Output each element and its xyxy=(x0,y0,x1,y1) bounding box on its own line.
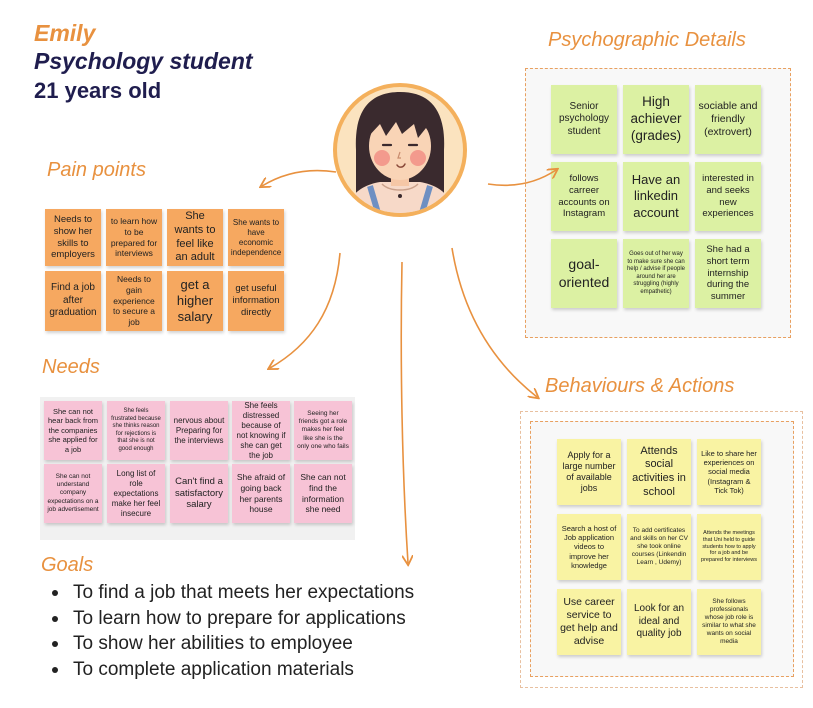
pain-note: Needs to show her skills to employers xyxy=(45,209,101,266)
needs-note: She can not hear back from the companies… xyxy=(44,401,102,460)
pain-note: She wants to have economic independence xyxy=(228,209,284,266)
behaviour-note: Like to share her experiences on social … xyxy=(697,439,761,505)
goals-list: To find a job that meets her expectation… xyxy=(52,580,414,682)
pain-points-title: Pain points xyxy=(47,159,146,181)
pain-note: Needs to gain experience to secure a job xyxy=(106,271,162,331)
needs-note: She can not understand company expectati… xyxy=(44,464,102,523)
needs-note: She can not find the information she nee… xyxy=(294,464,352,523)
needs-board: She can not hear back from the companies… xyxy=(40,397,355,540)
goal-item: To find a job that meets her expectation… xyxy=(52,580,414,606)
behaviours-title: Behaviours & Actions xyxy=(545,375,735,397)
arrow-to-needs xyxy=(270,252,341,368)
persona-role: Psychology student xyxy=(34,48,253,74)
arrow-to-goals xyxy=(400,261,408,563)
goal-item: To show her abilities to employee xyxy=(52,631,414,657)
goal-item: To complete application materials xyxy=(52,657,414,683)
behaviour-note: Search a host of Job application videos … xyxy=(557,514,621,580)
psychographic-note: follows carreer accounts on Instagram xyxy=(551,162,617,231)
avatar xyxy=(333,83,467,217)
needs-note: nervous about Preparing for the intervie… xyxy=(170,401,228,460)
behaviours-panel: Apply for a large number of available jo… xyxy=(530,421,794,677)
arrow-to-psychographic xyxy=(487,170,556,187)
psychographic-note: Goes out of her way to make sure she can… xyxy=(623,239,689,308)
behaviour-note: Attends social activities in school xyxy=(627,439,691,505)
psychographic-panel: Senior psychology student High achiever … xyxy=(525,68,791,338)
psychographic-note: interested in and seeks new experiences xyxy=(695,162,761,231)
psychographic-note: Senior psychology student xyxy=(551,85,617,154)
behaviours-outer-frame xyxy=(520,411,803,688)
pain-note: get useful information directly xyxy=(228,271,284,331)
psychographic-note: She had a short term internship during t… xyxy=(695,239,761,308)
needs-note: Long list of role expectations make her … xyxy=(107,464,165,523)
psychographic-title: Psychographic Details xyxy=(548,29,746,51)
behaviour-note: Apply for a large number of available jo… xyxy=(557,439,621,505)
needs-note: She feels frustrated because she thinks … xyxy=(107,401,165,460)
needs-title: Needs xyxy=(42,356,100,378)
pain-points-board: Needs to show her skills to employers to… xyxy=(40,203,287,336)
pain-note: to learn how to be prepared for intervie… xyxy=(106,209,162,266)
persona-age: 21 years old xyxy=(34,78,162,103)
psychographic-note: Have an linkedin account xyxy=(623,162,689,231)
behaviour-note: To add certificates and skills on her CV… xyxy=(627,514,691,580)
needs-note: Seeing her friends got a role makes her … xyxy=(294,401,352,460)
behaviour-note: Use career service to get help and advis… xyxy=(557,589,621,655)
psychographic-note: sociable and friendly (extrovert) xyxy=(695,85,761,154)
needs-note: Can't find a satisfactory salary xyxy=(170,464,228,523)
pain-note: get a higher salary xyxy=(167,271,223,331)
arrow-to-behaviours xyxy=(451,247,537,397)
needs-note: She afraid of going back her parents hou… xyxy=(232,464,290,523)
arrow-to-pain-points xyxy=(262,169,337,186)
psychographic-note: High achiever (grades) xyxy=(623,85,689,154)
pain-note: Find a job after graduation xyxy=(45,271,101,331)
psychographic-note: goal-oriented xyxy=(551,239,617,308)
goal-item: To learn how to prepare for applications xyxy=(52,606,414,632)
pain-note: She wants to feel like an adult xyxy=(167,209,223,266)
goals-title: Goals xyxy=(41,554,94,576)
behaviour-note: Look for an ideal and quality job xyxy=(627,589,691,655)
behaviour-note: She follows professionals whose job role… xyxy=(697,589,761,655)
persona-name: Emily xyxy=(34,20,96,46)
needs-note: She feels distressed because of not know… xyxy=(232,401,290,460)
behaviour-note: Attends the meetings that Uni held to gu… xyxy=(697,514,761,580)
